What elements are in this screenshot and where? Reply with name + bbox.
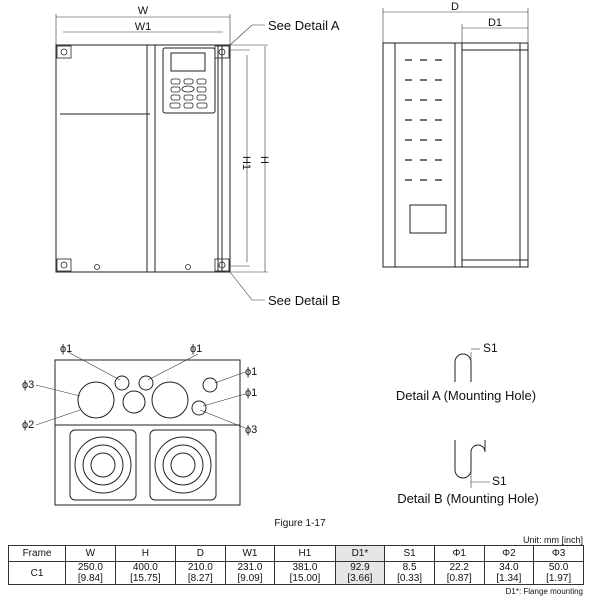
inch: [9.84] (77, 573, 103, 584)
side-view: D D1 (382, 1, 529, 268)
phi3-label-a: ϕ3 (22, 379, 34, 391)
cell-phi3: 50.0[1.97] (533, 561, 584, 585)
detail-a: S1 Detail A (Mounting Hole) (396, 341, 536, 403)
dim-w1-label: W1 (135, 21, 152, 33)
phi1-label-c: ϕ1 (245, 366, 257, 378)
cell-d1: 92.9[3.66] (334, 561, 386, 585)
mm: 22.2 (449, 562, 469, 573)
phi3-label-b: ϕ3 (245, 424, 257, 436)
col-phi2: Φ2 (483, 545, 535, 562)
dimension-drawing: W W1 H1 H See Detail A See Detai (22, 1, 539, 506)
figure-caption: Figure 1-17 (274, 518, 326, 529)
inch: [0.33] (397, 573, 423, 584)
phi1-label-d: ϕ1 (245, 387, 257, 399)
mm: 381.0 (292, 562, 318, 573)
dim-d-label: D (451, 1, 459, 13)
inch: [3.66] (347, 573, 373, 584)
inch: [1.34] (496, 573, 522, 584)
phi2-label: ϕ2 (22, 419, 34, 431)
cell-phi1: 22.2[0.87] (433, 561, 485, 585)
inch: [15.75] (130, 573, 161, 584)
dimensions-table: Frame W H D W1 H1 D1* S1 Φ1 Φ2 Φ3 C1 250… (7, 545, 584, 585)
mm: 400.0 (132, 562, 158, 573)
cell-phi2: 34.0[1.34] (483, 561, 535, 585)
cell-w1: 231.0[9.09] (224, 561, 276, 585)
dim-h1-label: H1 (240, 156, 252, 170)
cell-w: 250.0[9.84] (65, 561, 116, 585)
footnote: D1*: Flange mounting (505, 587, 583, 596)
unit-label: Unit: mm [inch] (522, 535, 583, 545)
detail-a-s1-label: S1 (483, 341, 498, 355)
cell-frame: C1 (7, 561, 67, 585)
detail-b-caption: Detail B (Mounting Hole) (397, 491, 539, 506)
inch: [0.87] (446, 573, 472, 584)
col-w: W (65, 545, 116, 562)
table-header-row: Frame W H D W1 H1 D1* S1 Φ1 Φ2 Φ3 (7, 545, 584, 562)
phi1-label-b: ϕ1 (190, 343, 202, 355)
cell-s1: 8.5[0.33] (384, 561, 435, 585)
col-d: D (175, 545, 226, 562)
col-phi1: Φ1 (433, 545, 485, 562)
col-s1: S1 (384, 545, 435, 562)
mm: 50.0 (548, 562, 569, 573)
front-view: W W1 H1 H See Detail A See Detai (55, 5, 340, 308)
detail-a-caption: Detail A (Mounting Hole) (396, 388, 536, 403)
dim-d1-label: D1 (488, 17, 502, 29)
mm: 92.9 (350, 562, 370, 573)
bottom-view: ϕ1 ϕ1 ϕ1 ϕ1 ϕ3 ϕ3 ϕ2 (22, 343, 257, 506)
mm: 34.0 (499, 562, 519, 573)
col-w1: W1 (224, 545, 276, 562)
col-h1: H1 (274, 545, 336, 562)
col-phi3: Φ3 (533, 545, 584, 562)
see-detail-a-label: See Detail A (268, 18, 340, 33)
mm: 210.0 (187, 562, 213, 573)
col-h: H (114, 545, 177, 562)
col-frame: Frame (7, 545, 67, 562)
inch: [9.09] (237, 573, 263, 584)
detail-b: S1 Detail B (Mounting Hole) (397, 440, 539, 506)
mm: 231.0 (237, 562, 263, 573)
phi1-label-a: ϕ1 (60, 343, 72, 355)
cell-h1: 381.0[15.00] (274, 561, 336, 585)
cell-h: 400.0[15.75] (114, 561, 177, 585)
cell-d: 210.0[8.27] (175, 561, 226, 585)
dim-w-label: W (138, 5, 149, 17)
dim-h-label: H (258, 156, 270, 164)
table-row: C1 250.0[9.84] 400.0[15.75] 210.0[8.27] … (7, 561, 584, 585)
inch: [8.27] (187, 573, 213, 584)
mm: 250.0 (77, 562, 103, 573)
mm: 8.5 (402, 562, 417, 573)
see-detail-b-label: See Detail B (268, 293, 340, 308)
inch: [15.00] (289, 573, 321, 584)
inch: [1.97] (546, 573, 572, 584)
col-d1: D1* (334, 545, 386, 562)
detail-b-s1-label: S1 (492, 474, 507, 488)
